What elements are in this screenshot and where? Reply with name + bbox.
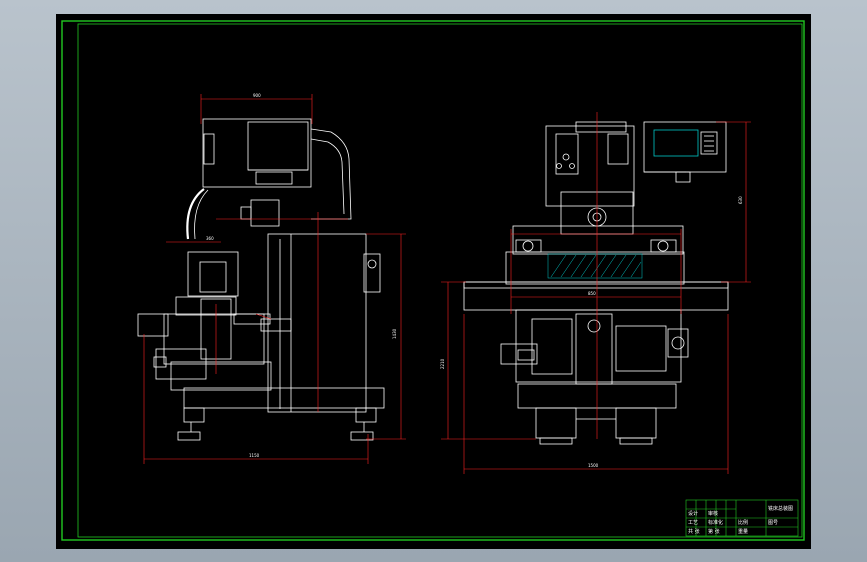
side-dim-column-height: 1430 [392, 328, 397, 339]
outer-border [61, 20, 805, 541]
side-view [137, 118, 385, 441]
title-cell-6: 重量 [738, 528, 748, 535]
title-cell-10: 铣床总装图 [768, 505, 793, 512]
title-cell-2: 审核 [708, 510, 718, 517]
title-cell-7: 共 张 [688, 528, 700, 535]
front-control-screen [653, 129, 699, 157]
front-hatch [547, 253, 643, 279]
title-cell-1: 设计 [688, 510, 698, 517]
side-dim-top-width: 900 [253, 93, 261, 98]
side-column [267, 233, 367, 413]
side-motor [250, 199, 280, 227]
side-dim-base-width: 1150 [249, 453, 260, 458]
front-dimensions [441, 112, 751, 474]
front-control-panel [643, 121, 727, 173]
side-ram [202, 118, 312, 188]
front-head [545, 125, 635, 207]
front-dim-head-height: 630 [738, 196, 743, 204]
title-cell-9: 图号 [768, 520, 778, 526]
front-dim-table-travel: 850 [588, 291, 596, 296]
front-view [463, 121, 729, 445]
front-knee [515, 309, 682, 383]
side-dim-knee: 360 [206, 236, 214, 241]
drawing-sheet: 900 1430 360 1150 [56, 14, 811, 549]
side-knee [187, 251, 239, 297]
front-table [463, 281, 729, 311]
title-cell-8: 第 张 [708, 528, 720, 535]
front-dim-table-length: 1500 [588, 463, 599, 468]
inner-border [77, 23, 803, 538]
title-cell-5: 比例 [738, 519, 748, 526]
title-cell-4: 标准化 [708, 519, 723, 526]
side-base [183, 387, 385, 409]
title-cell-3: 工艺 [688, 520, 698, 526]
side-dimensions [143, 94, 406, 464]
drawing-canvas: 900 1430 360 1150 [61, 20, 805, 541]
title-block [685, 499, 799, 537]
front-dim-total-height: 2210 [440, 358, 445, 369]
